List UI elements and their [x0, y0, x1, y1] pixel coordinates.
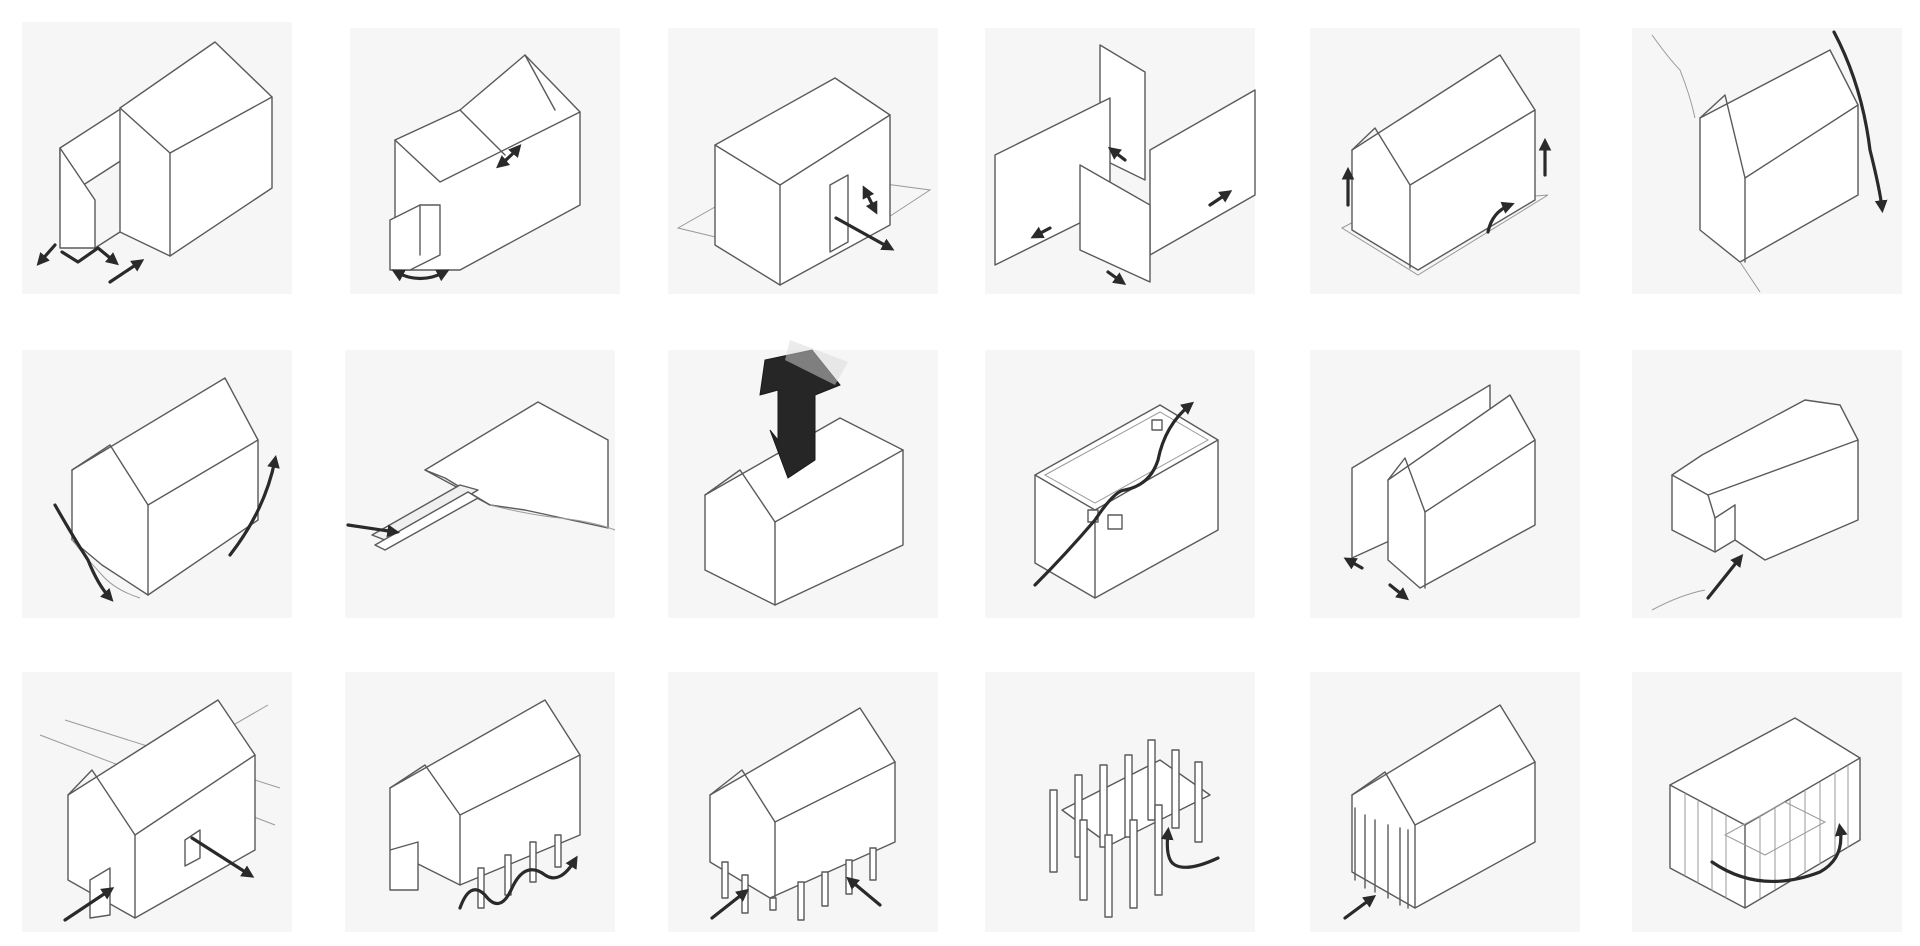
diagram-pier-into-terrain [345, 350, 616, 618]
diagram-pinwheel-walls [985, 28, 1256, 294]
diagram-gable-on-pillars [668, 672, 938, 932]
diagram-gable-with-colonnade [1310, 672, 1580, 932]
diagram-open-box-path [985, 350, 1255, 618]
diagram-column-frame [985, 672, 1255, 932]
diagram-split-gable [22, 22, 292, 294]
diagram-gable-on-plinth [1310, 28, 1580, 294]
diagram-chimney-gable [668, 340, 938, 618]
diagram-chamfered-volume [1632, 350, 1902, 618]
diagram-stepped-gable [350, 28, 620, 294]
diagram-gable-in-landscape [1632, 28, 1902, 294]
diagram-box-on-platform [668, 28, 938, 294]
diagram-slatted-enclosure [1632, 672, 1902, 932]
diagram-gable-on-stilts [345, 672, 615, 932]
diagram-gable-on-slope [22, 350, 292, 618]
diagram-gable-with-passage [22, 672, 292, 932]
diagram-layered-gable [1310, 350, 1580, 618]
